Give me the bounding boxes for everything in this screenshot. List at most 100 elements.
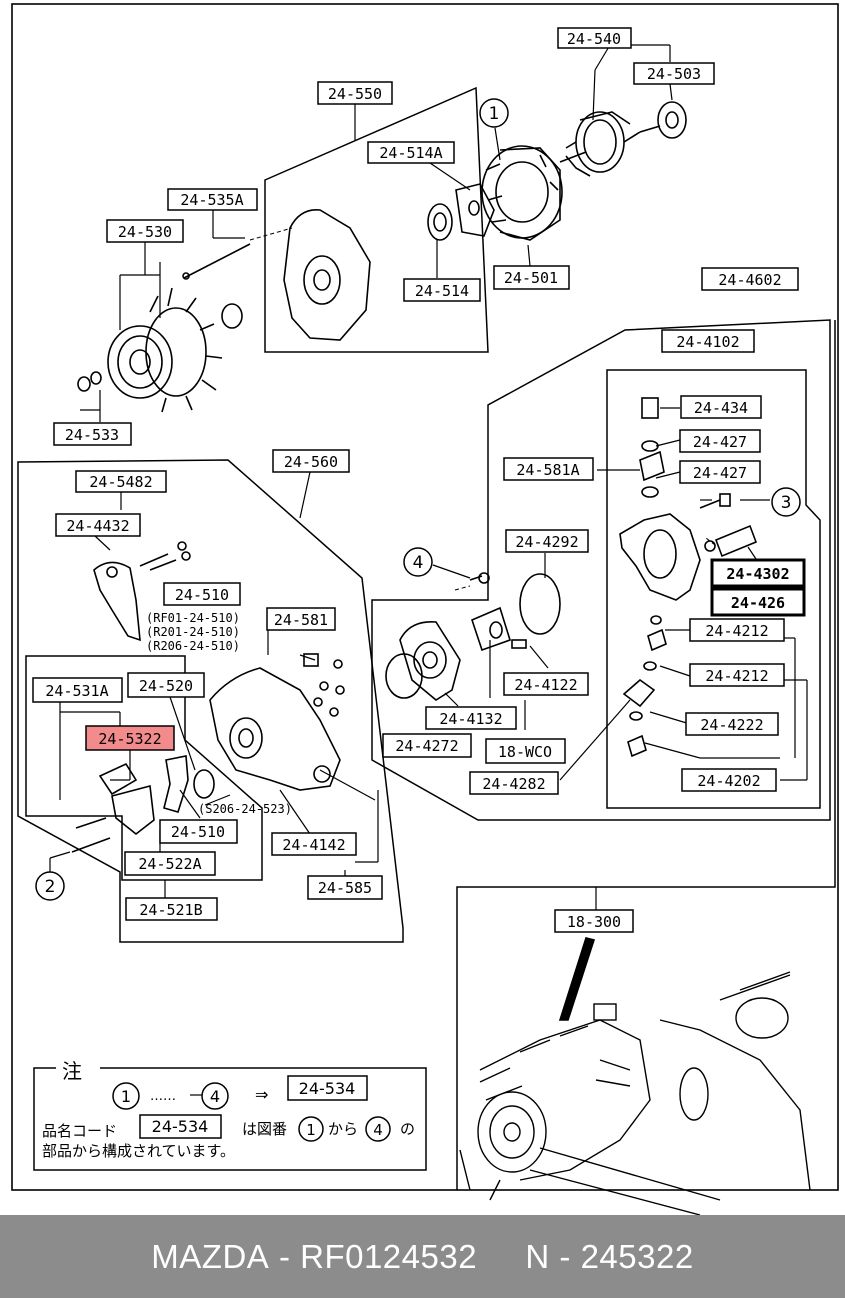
label-24-427-upper[interactable]: 24-427 — [679, 429, 761, 453]
svg-text:24-4212: 24-4212 — [705, 667, 768, 685]
bearing-sketch — [427, 203, 453, 241]
label-24-521B[interactable]: 24-521B — [125, 897, 218, 921]
svg-text:24-434: 24-434 — [694, 399, 748, 417]
note-line2-no: の — [400, 1120, 415, 1138]
note-line2-prefix: 品名コード — [42, 1122, 117, 1140]
svg-text:24-581A: 24-581A — [516, 461, 579, 479]
svg-text:24-5482: 24-5482 — [89, 473, 152, 491]
svg-text:24-560: 24-560 — [284, 453, 338, 471]
note-s206-24-523: (S206-24-523) — [198, 802, 292, 816]
label-24-540[interactable]: 24-540 — [557, 27, 632, 49]
note-line2-mid: は図番 — [242, 1120, 287, 1138]
svg-text:24-503: 24-503 — [647, 65, 701, 83]
label-24-5322-highlighted[interactable]: 24-5322 — [85, 725, 175, 751]
svg-text:24-514: 24-514 — [415, 282, 469, 300]
gasket-sketch — [455, 183, 495, 237]
footer-bar: MAZDA - RF0124532 N - 245322 — [0, 1215, 845, 1298]
svg-text:24-550: 24-550 — [328, 85, 382, 103]
svg-text:24-530: 24-530 — [118, 223, 172, 241]
label-24-535A[interactable]: 24-535A — [167, 188, 258, 211]
note-dots: …… — [150, 1089, 176, 1104]
callouts: 1 2 3 4 — [35, 98, 801, 901]
label-18-300[interactable]: 18-300 — [554, 909, 634, 933]
label-24-427-lower[interactable]: 24-427 — [679, 460, 761, 484]
brush-holder-sketch — [93, 541, 191, 642]
svg-text:24-533: 24-533 — [65, 426, 119, 444]
label-24-4202[interactable]: 24-4202 — [681, 768, 777, 792]
label-24-4272[interactable]: 24-4272 — [382, 733, 472, 758]
svg-text:24-427: 24-427 — [693, 433, 747, 451]
footer-sep-2: N - — [477, 1237, 581, 1275]
callout-3: 3 — [771, 487, 801, 517]
svg-text:24-4272: 24-4272 — [395, 737, 458, 755]
svg-text:24-4302: 24-4302 — [726, 565, 789, 583]
label-24-4212-upper[interactable]: 24-4212 — [689, 618, 785, 642]
label-24-4282[interactable]: 24-4282 — [469, 771, 559, 795]
label-24-501[interactable]: 24-501 — [493, 265, 570, 290]
label-24-510-upper[interactable]: 24-510 — [163, 582, 241, 606]
note-line2-code[interactable]: 24-534 — [152, 1117, 209, 1136]
svg-text:24-535A: 24-535A — [180, 191, 243, 209]
svg-text:24-5322: 24-5322 — [98, 730, 161, 748]
parts-diagram: 1 2 3 4 24-540 24-503 24-550 24-514A 24-… — [11, 3, 839, 1215]
label-24-581A[interactable]: 24-581A — [503, 457, 594, 481]
label-24-560[interactable]: 24-560 — [272, 449, 350, 473]
regulator-sketch — [71, 755, 215, 853]
label-24-4432[interactable]: 24-4432 — [55, 513, 141, 537]
footer-part-number: RF0124532 — [300, 1237, 478, 1275]
label-24-4102[interactable]: 24-4102 — [661, 329, 755, 353]
engine-sketch — [459, 971, 811, 1215]
label-24-530[interactable]: 24-530 — [106, 219, 184, 243]
label-18-WCO[interactable]: 18-WCO — [485, 738, 566, 764]
label-24-4602[interactable]: 24-4602 — [701, 267, 799, 291]
pulley-fan-sketch — [77, 287, 223, 413]
note-line2-from: 1 — [306, 1121, 316, 1139]
leader-lines — [49, 44, 808, 1096]
label-24-531A[interactable]: 24-531A — [32, 677, 123, 703]
note-box: 注 1 …… 4 ⇒ 24-534 品名コード 24-534 は図番 1 から … — [33, 1059, 427, 1171]
fittings-sketch — [622, 615, 667, 758]
pointer-arrow — [558, 937, 596, 1021]
note-range-start: 1 — [121, 1087, 131, 1106]
svg-text:1: 1 — [489, 104, 500, 124]
label-24-4122[interactable]: 24-4122 — [503, 672, 589, 696]
label-24-522A[interactable]: 24-522A — [124, 851, 216, 876]
svg-text:24-4432: 24-4432 — [66, 517, 129, 535]
svg-text:24-4122: 24-4122 — [514, 676, 577, 694]
label-24-581[interactable]: 24-581 — [266, 607, 336, 631]
label-24-434[interactable]: 24-434 — [680, 395, 762, 419]
footer-sep-1: - — [269, 1237, 301, 1275]
label-24-426[interactable]: 24-426 — [710, 587, 806, 617]
label-24-4132[interactable]: 24-4132 — [425, 706, 517, 730]
label-24-5482[interactable]: 24-5482 — [75, 470, 167, 493]
rotor-sketch — [559, 101, 687, 177]
label-24-4222[interactable]: 24-4222 — [685, 712, 779, 736]
dashed-lines — [249, 227, 716, 591]
label-24-4302[interactable]: 24-4302 — [710, 558, 806, 588]
diagram-frame — [11, 3, 839, 1191]
label-24-585[interactable]: 24-585 — [307, 875, 383, 900]
label-24-4292[interactable]: 24-4292 — [505, 529, 589, 553]
svg-text:24-4102: 24-4102 — [676, 333, 739, 351]
svg-text:18-300: 18-300 — [567, 913, 621, 931]
label-24-4212-lower[interactable]: 24-4212 — [689, 663, 785, 687]
label-24-550[interactable]: 24-550 — [317, 81, 393, 105]
callout-2: 2 — [35, 871, 65, 901]
footer-ref-number: 245322 — [580, 1237, 694, 1275]
svg-text:24-581: 24-581 — [274, 611, 328, 629]
label-24-4142[interactable]: 24-4142 — [271, 832, 357, 856]
component-sketches — [71, 101, 811, 1215]
label-24-510-lower[interactable]: 24-510 — [159, 819, 238, 844]
svg-text:24-4202: 24-4202 — [697, 772, 760, 790]
label-24-503[interactable]: 24-503 — [633, 62, 715, 85]
label-24-533[interactable]: 24-533 — [53, 422, 132, 446]
label-24-514[interactable]: 24-514 — [403, 278, 481, 302]
label-24-520[interactable]: 24-520 — [127, 672, 205, 698]
svg-text:24-520: 24-520 — [139, 677, 193, 695]
note-target-code[interactable]: 24-534 — [299, 1079, 356, 1098]
note-line2-to: 4 — [373, 1121, 383, 1139]
footer-brand: MAZDA — [151, 1237, 270, 1275]
note-line3: 部品から構成されています。 — [42, 1142, 235, 1160]
label-24-514A[interactable]: 24-514A — [367, 141, 455, 164]
svg-text:24-540: 24-540 — [567, 30, 621, 48]
